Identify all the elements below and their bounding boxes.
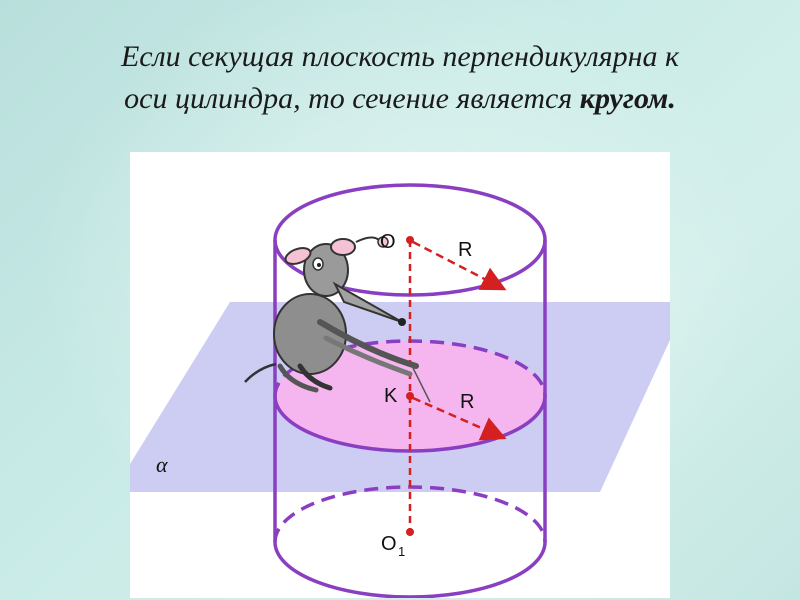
heading-highlight-word: кругом.	[579, 82, 676, 115]
label-o1: O	[381, 533, 397, 555]
heading-line-2: оси цилиндра, то сечение является кругом…	[20, 78, 780, 120]
top-radius-arrow	[412, 240, 507, 291]
rat-drawing-illustration	[244, 236, 431, 403]
point-o	[406, 236, 414, 244]
bottom-base-front-arc	[273, 541, 547, 598]
cylinder-diagram: O R K R O 1 α	[130, 183, 670, 598]
label-o1-subscript: 1	[398, 544, 405, 559]
label-o: O	[380, 231, 396, 253]
slide-heading: Если секущая плоскость перпендикулярна к…	[20, 36, 780, 120]
point-k	[406, 392, 414, 400]
heading-line-1: Если секущая плоскость перпендикулярна к	[120, 40, 680, 73]
label-k: K	[384, 385, 398, 407]
label-plane-alpha: α	[156, 452, 168, 477]
point-o1	[406, 528, 414, 536]
label-top-radius: R	[458, 239, 472, 261]
cylinder-section-figure: O R K R O 1 α	[130, 152, 670, 598]
section-radius-arrow	[412, 396, 507, 441]
label-section-radius: R	[460, 391, 474, 413]
heading-line-2-text: оси цилиндра, то сечение является	[124, 82, 573, 115]
